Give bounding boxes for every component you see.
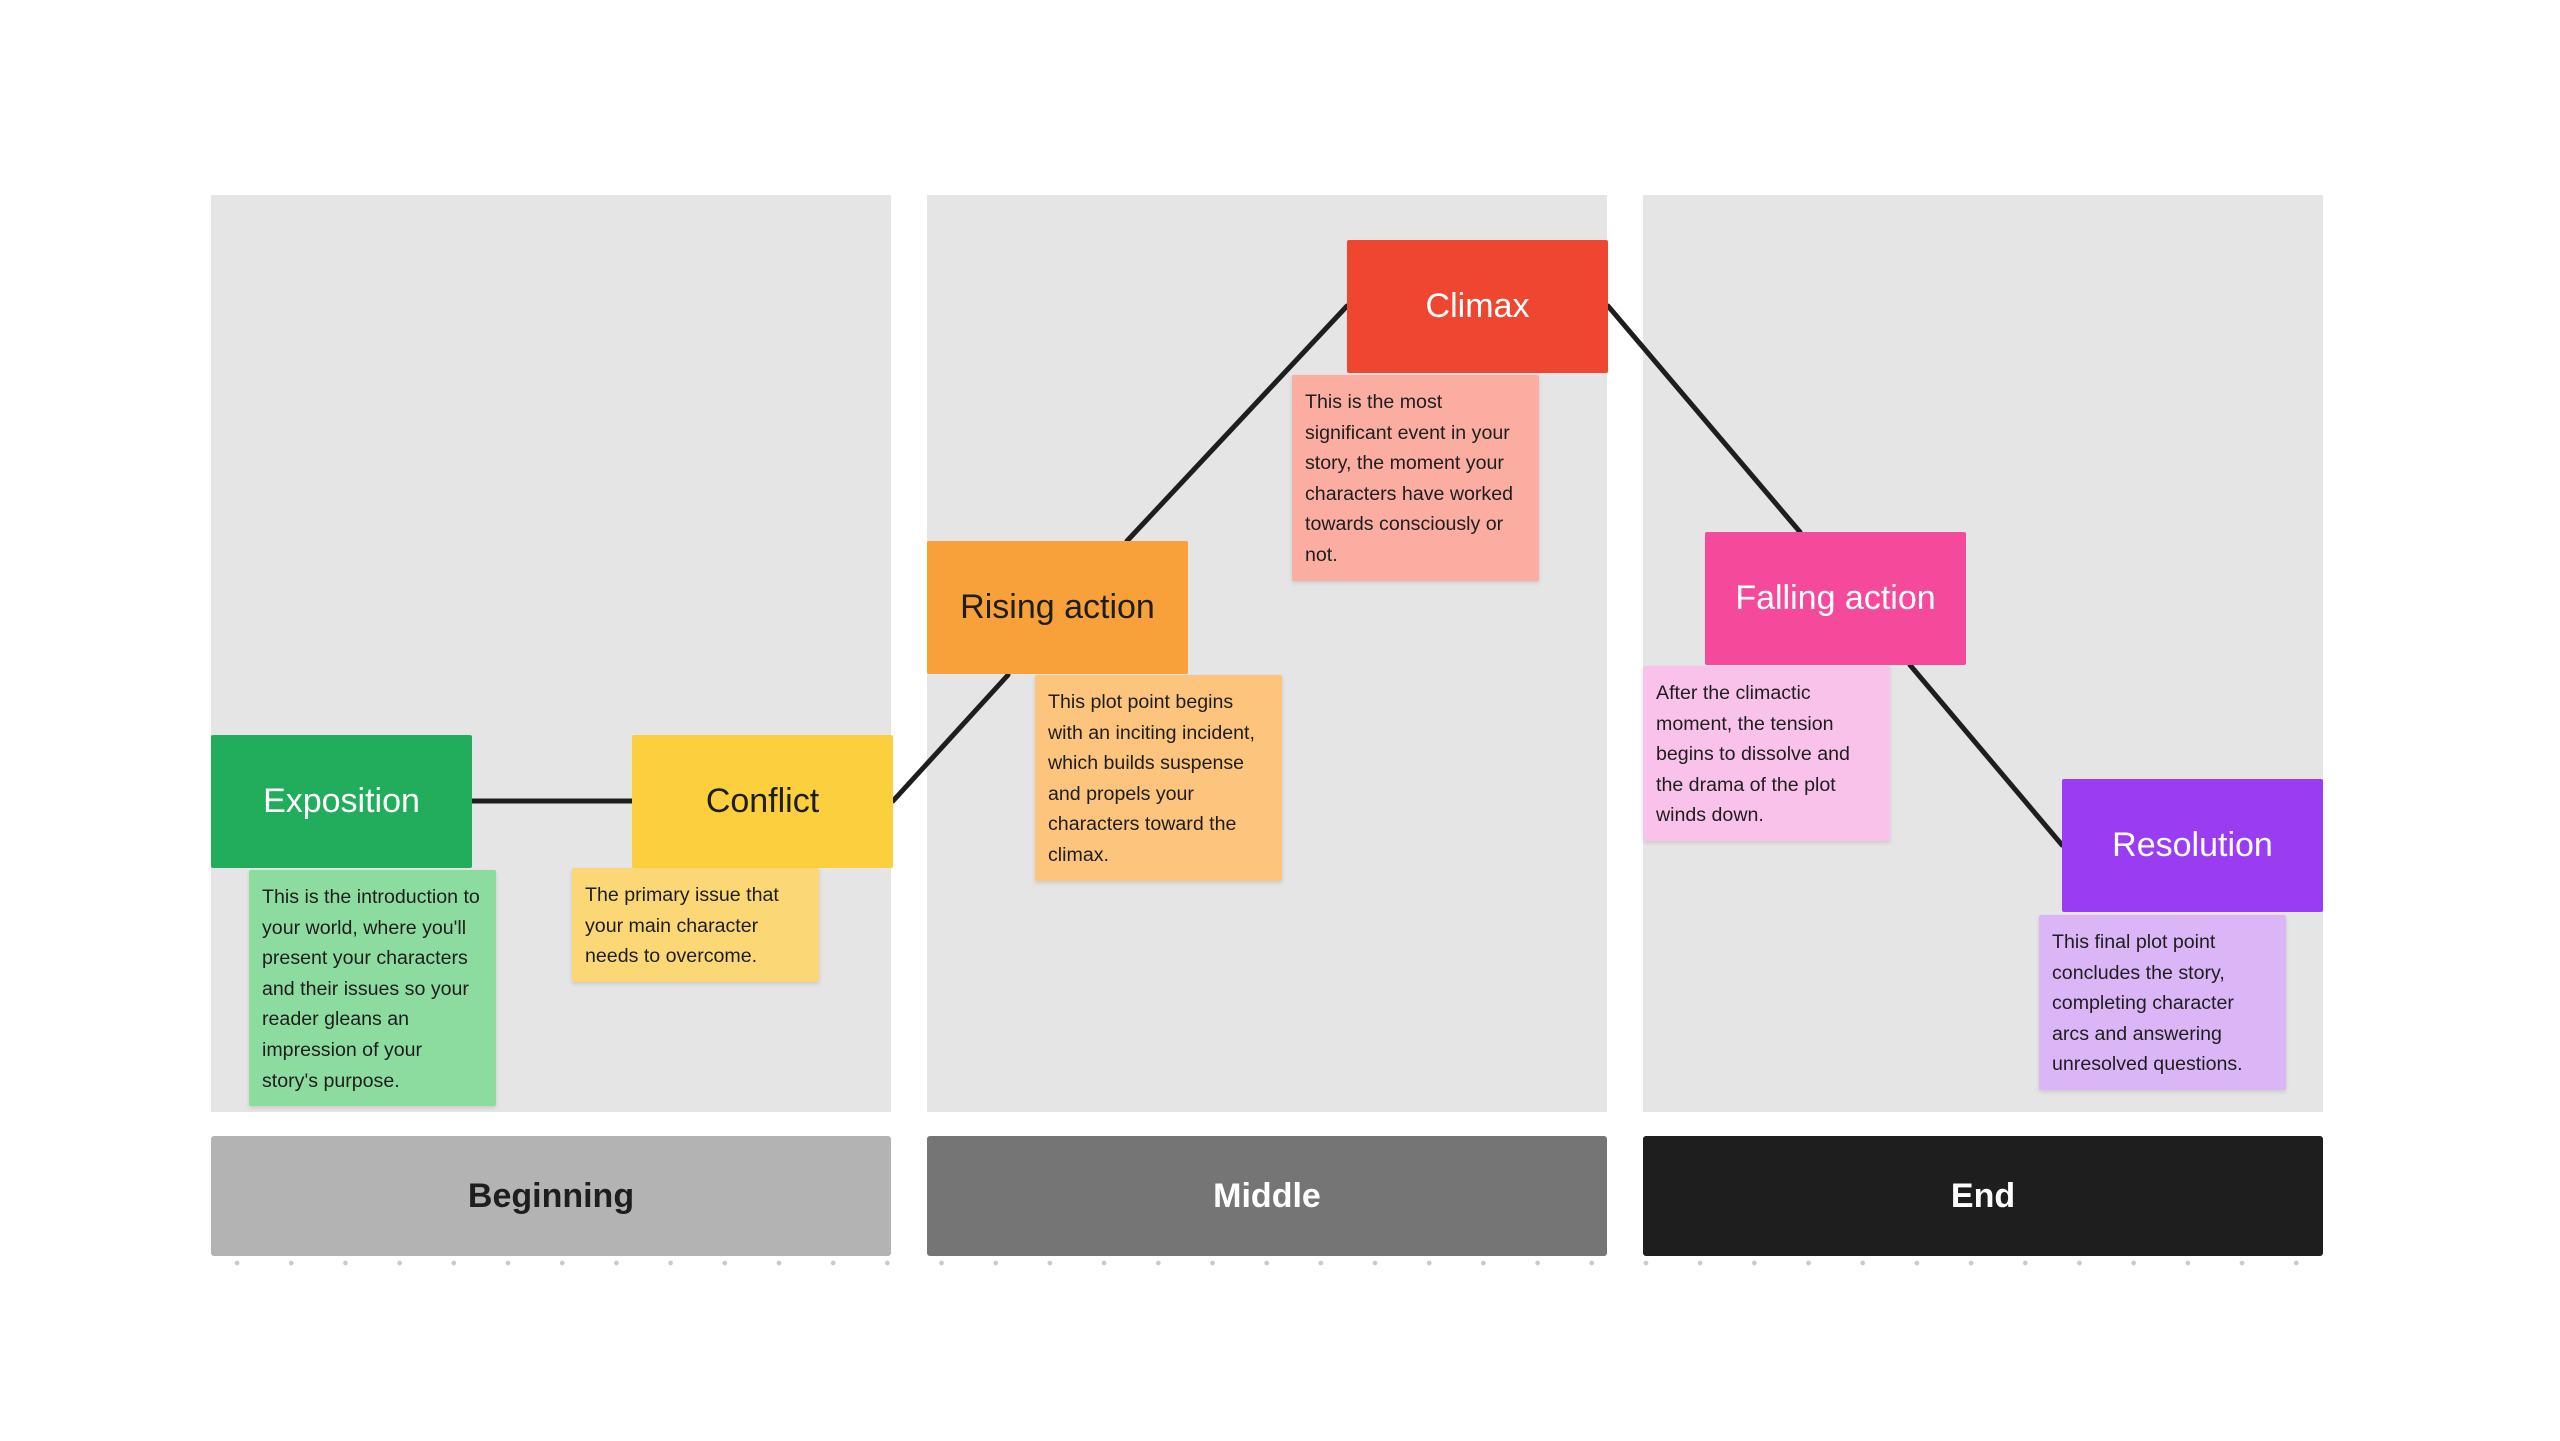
sticky-note-exposition[interactable]: This is the introduction to your world, … — [249, 870, 496, 1107]
connector-conflict-to-rising-action[interactable] — [890, 672, 1011, 804]
sticky-note-resolution[interactable]: This final plot point concludes the stor… — [2039, 915, 2286, 1090]
stage-resolution[interactable]: Resolution — [2062, 779, 2323, 912]
stage-conflict[interactable]: Conflict — [632, 735, 893, 868]
stage-climax-label: Climax — [1425, 287, 1530, 325]
section-label-middle-text: Middle — [1213, 1176, 1321, 1215]
stage-rising-action-label: Rising action — [960, 588, 1155, 626]
stage-exposition-label: Exposition — [263, 782, 420, 820]
section-label-beginning[interactable]: Beginning — [211, 1136, 891, 1256]
stage-falling-action[interactable]: Falling action — [1705, 532, 1966, 665]
stage-falling-action-label: Falling action — [1735, 579, 1936, 617]
sticky-note-rising-action[interactable]: This plot point begins with an inciting … — [1035, 675, 1282, 881]
section-label-middle[interactable]: Middle — [927, 1136, 1607, 1256]
sticky-note-climax[interactable]: This is the most significant event in yo… — [1292, 375, 1539, 581]
stage-climax[interactable]: Climax — [1347, 240, 1608, 373]
connector-climax-to-falling-action[interactable] — [1605, 303, 1803, 535]
section-label-end[interactable]: End — [1643, 1136, 2323, 1256]
sticky-note-falling-action[interactable]: After the climactic moment, the tension … — [1643, 666, 1890, 841]
stage-rising-action[interactable]: Rising action — [927, 541, 1188, 674]
sticky-note-conflict[interactable]: The primary issue that your main charact… — [572, 868, 819, 982]
section-label-beginning-text: Beginning — [467, 1176, 635, 1215]
connector-rising-action-to-climax[interactable] — [1124, 303, 1350, 544]
stage-exposition[interactable]: Exposition — [211, 735, 472, 868]
connector-falling-action-to-resolution[interactable] — [1907, 662, 2065, 848]
section-label-end-text: End — [1950, 1176, 2016, 1215]
stage-conflict-label: Conflict — [705, 782, 820, 820]
stage-resolution-label: Resolution — [2112, 826, 2273, 864]
